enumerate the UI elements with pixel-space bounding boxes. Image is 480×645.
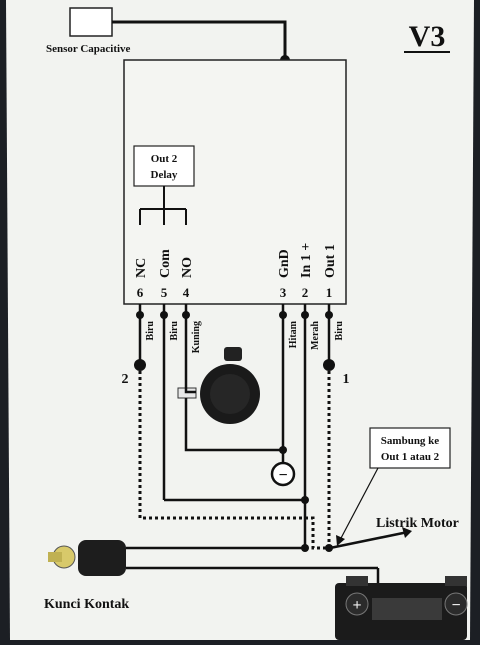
callout-line2: Out 1 atau 2 — [381, 451, 440, 463]
battery-minus-terminal: − — [451, 597, 460, 614]
terminal-label-2: 2 — [122, 372, 129, 387]
buzzer — [177, 347, 260, 424]
pin-name-2: In 1 + — [299, 243, 314, 278]
sensor-label: Sensor Capacitive — [46, 43, 131, 55]
pin-name-5: Com — [158, 249, 173, 278]
version-label: V3 — [409, 20, 446, 53]
wire-label-2: Merah — [310, 321, 321, 350]
pin-number-3: 3 — [280, 285, 287, 300]
terminal-1-dot — [323, 359, 335, 371]
pin-number-1: 1 — [326, 285, 333, 300]
pin-number-4: 4 — [183, 285, 190, 300]
delay-label-line1: Out 2 — [151, 153, 178, 165]
pin-name-1: Out 1 — [323, 244, 338, 278]
callout-box — [369, 427, 451, 469]
listrik-motor-label: Listrik Motor — [376, 516, 459, 531]
wire-label-6: Biru — [145, 321, 156, 341]
pin-name-3: GnD — [277, 249, 292, 278]
pin-names: NC Com NO GnD In 1 + Out 1 — [134, 243, 338, 278]
ground-symbol-sign: − — [278, 467, 287, 484]
pin-name-6: NC — [134, 258, 149, 278]
wire-color-labels: Biru Biru Kuning Hitam Merah Biru — [145, 320, 345, 353]
callout-line1: Sambung ke — [381, 435, 440, 447]
key-switch — [48, 540, 126, 576]
terminal-2-dot — [134, 359, 146, 371]
pin-number-6: 6 — [137, 285, 144, 300]
wire-label-5: Biru — [169, 321, 180, 341]
pin-number-5: 5 — [161, 285, 168, 300]
pin-name-4: NO — [180, 257, 195, 278]
battery — [335, 576, 468, 640]
delay-label-line2: Delay — [151, 169, 178, 181]
sensor-wire — [112, 20, 287, 60]
kunci-kontak-label: Kunci Kontak — [44, 597, 129, 612]
ground-symbol — [270, 461, 296, 487]
wire-label-3: Hitam — [288, 320, 299, 348]
terminal-label-1: 1 — [343, 372, 350, 387]
dotted-wire-out2 — [138, 371, 326, 550]
wire-label-1: Biru — [334, 321, 345, 341]
pin-number-2: 2 — [302, 285, 309, 300]
wire-label-4: Kuning — [191, 321, 202, 353]
battery-plus-terminal: + — [352, 597, 361, 614]
paper-sheet — [6, 0, 474, 640]
sensor-capacitive-box — [69, 7, 113, 37]
delay-box — [133, 145, 195, 187]
